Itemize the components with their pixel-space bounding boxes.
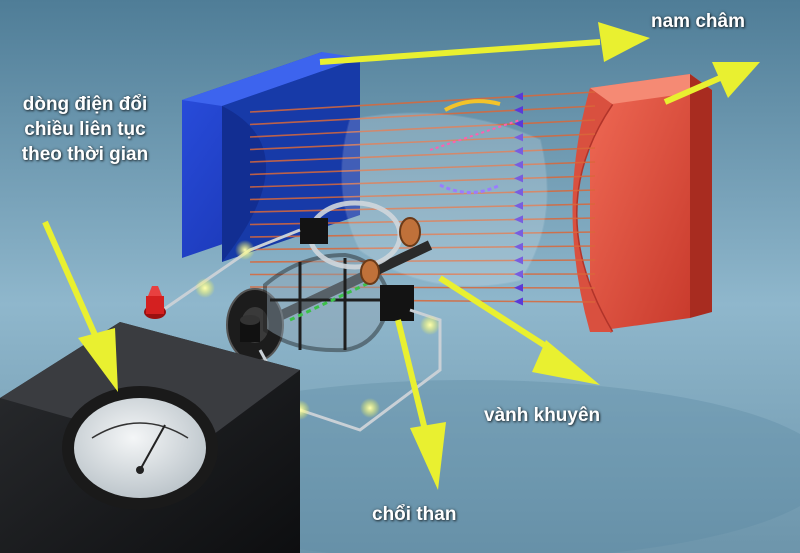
- field-arrowhead: [514, 215, 523, 224]
- field-arrowhead: [514, 106, 523, 115]
- field-line: [249, 189, 596, 201]
- field-line: [249, 286, 596, 289]
- field-arrowhead: [514, 256, 523, 265]
- magnet-south-block: [572, 74, 712, 333]
- field-line: [249, 259, 596, 263]
- field-line: [249, 133, 596, 151]
- rotor-assembly: [226, 200, 433, 362]
- label-magnet: nam châm: [651, 11, 745, 32]
- field-line: [249, 203, 596, 213]
- field-line: [249, 175, 596, 188]
- field-line: [249, 161, 596, 176]
- field-line: [249, 147, 596, 163]
- field-arrowhead: [514, 174, 523, 183]
- field-line: [249, 273, 596, 276]
- coil-loop: [341, 99, 548, 287]
- magnetic-field-lines: [249, 91, 596, 306]
- field-arrowhead: [514, 147, 523, 156]
- field-arrowhead: [514, 283, 523, 292]
- field-line: [249, 91, 596, 113]
- field-arrowhead: [514, 242, 523, 251]
- label-carbon-brush: chổi than: [372, 504, 457, 525]
- field-arrowhead: [514, 188, 523, 197]
- annotation-arrows: [42, 22, 760, 490]
- label-alternating-current: dòng điện đổi chiều liên tục theo thời g…: [21, 94, 149, 165]
- galvanometer: [0, 286, 300, 553]
- label-slip-ring: vành khuyên: [484, 405, 601, 426]
- field-line: [249, 105, 596, 126]
- field-arrowhead: [514, 229, 523, 238]
- field-arrowhead: [514, 297, 523, 306]
- field-arrowhead: [514, 119, 523, 128]
- field-line: [249, 119, 596, 138]
- field-arrowhead: [514, 160, 523, 169]
- field-arrowhead: [514, 92, 523, 101]
- field-arrowhead: [514, 201, 523, 210]
- field-arrowhead: [514, 133, 523, 142]
- field-arrowhead: [514, 270, 523, 279]
